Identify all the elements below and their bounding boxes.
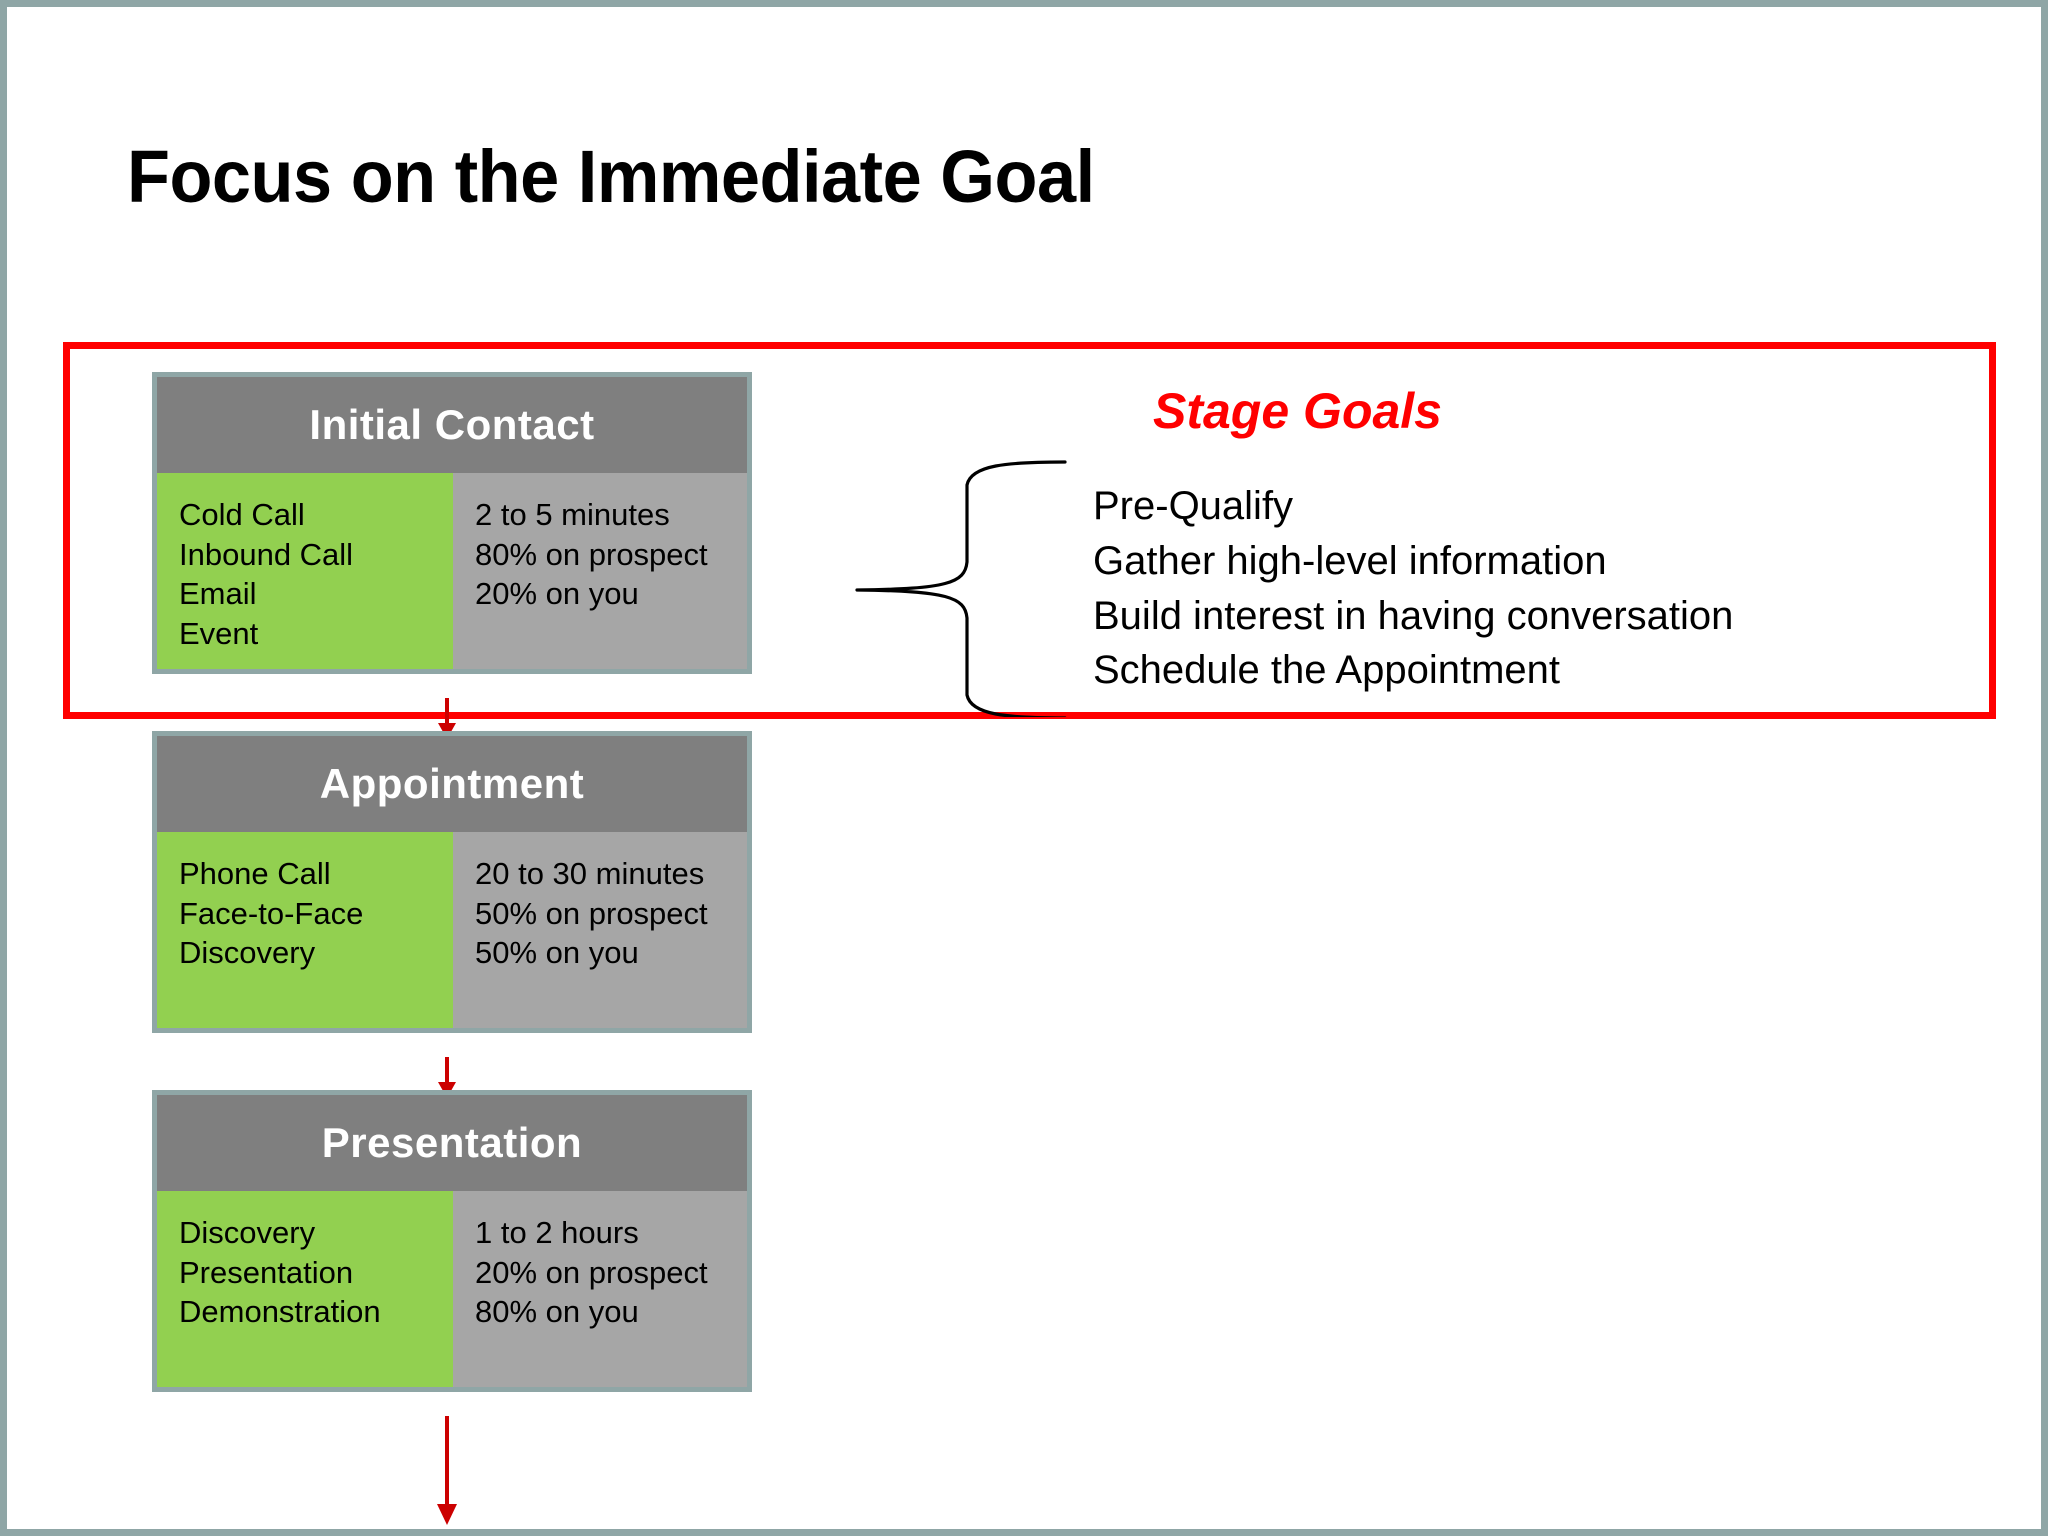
page-title: Focus on the Immediate Goal [127,135,1095,218]
stage-metrics-appointment: 20 to 30 minutes 50% on prospect 50% on … [453,832,747,1028]
metric-item: 2 to 5 minutes [475,497,670,532]
method-item: Phone Call [179,856,331,891]
method-item: Email [179,576,257,612]
method-item: Face-to-Face [179,895,364,931]
method-item: Discovery [179,935,316,971]
stage-methods-appointment: Phone Call Face-to-Face Discovery [157,832,453,1028]
stage-body-appointment: Phone Call Face-to-Face Discovery 20 to … [157,832,747,1028]
metric-item: 50% on prospect [475,895,708,931]
metric-item: 80% on prospect [475,536,708,572]
stage-card-presentation[interactable]: Presentation Discovery Presentation Demo… [152,1090,752,1392]
method-item: Event [179,616,259,652]
goal-item: Gather high-level information [1093,538,1607,583]
method-item: Inbound Call [179,536,354,572]
method-item: Demonstration [179,1294,381,1330]
stage-methods-presentation: Discovery Presentation Demonstration [157,1191,453,1387]
flow-arrow-down-continue-icon [427,1416,467,1531]
stage-metrics-presentation: 1 to 2 hours 20% on prospect 80% on you [453,1191,747,1387]
stage-metrics-initial-contact: 2 to 5 minutes 80% on prospect 20% on yo… [453,473,747,669]
method-item: Discovery [179,1215,316,1250]
goal-item: Schedule the Appointment [1093,648,1561,693]
stage-header-presentation: Presentation [157,1095,747,1191]
stage-methods-initial-contact: Cold Call Inbound Call Email Event [157,473,453,669]
stage-goals-title: Stage Goals [1153,383,1442,439]
stage-body-presentation: Discovery Presentation Demonstration 1 t… [157,1191,747,1387]
curly-brace-connector-icon [847,447,1067,720]
metric-item: 1 to 2 hours [475,1215,639,1250]
goal-item: Pre-Qualify [1093,484,1294,528]
metric-item: 80% on you [475,1294,639,1330]
stage-header-appointment: Appointment [157,736,747,832]
metric-item: 50% on you [475,935,639,971]
method-item: Presentation [179,1254,354,1290]
metric-item: 20% on you [475,576,639,612]
stage-header-initial-contact: Initial Contact [157,377,747,473]
stage-body-initial-contact: Cold Call Inbound Call Email Event 2 to … [157,473,747,669]
stage-goals-list: Pre-Qualify Gather high-level informatio… [1093,479,1933,698]
stage-card-initial-contact[interactable]: Initial Contact Cold Call Inbound Call E… [152,372,752,674]
stage-highlight-rectangle [63,342,1996,719]
goal-item: Build interest in having conversation [1093,593,1734,638]
metric-item: 20 to 30 minutes [475,856,705,891]
stage-card-appointment[interactable]: Appointment Phone Call Face-to-Face Disc… [152,731,752,1033]
method-item: Cold Call [179,497,305,532]
metric-item: 20% on prospect [475,1254,708,1290]
